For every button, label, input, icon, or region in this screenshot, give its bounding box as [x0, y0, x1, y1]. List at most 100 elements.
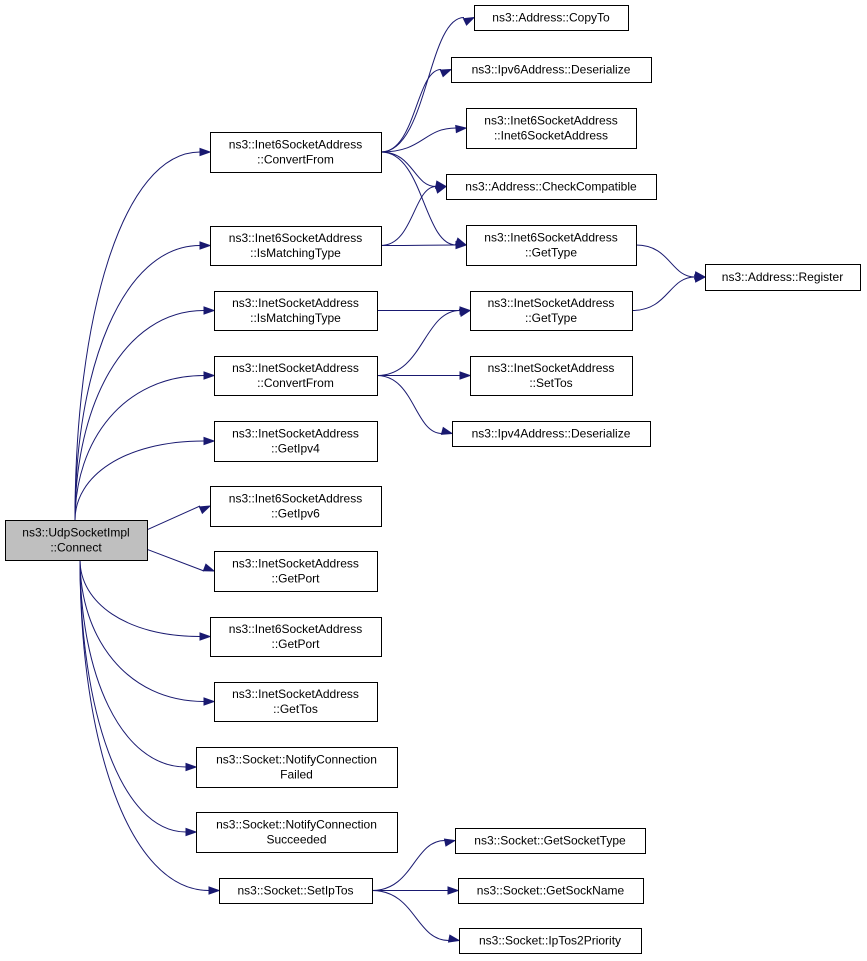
node-addr-checkcompat[interactable]: ns3::Address::CheckCompatible [446, 174, 657, 200]
edge-arrowhead [462, 16, 476, 26]
edge-root-to-i6-ismatching [74, 241, 212, 521]
edge-i6-ismatching-to-addr-checkcompat [380, 185, 448, 246]
edge-arrowhead [203, 697, 216, 706]
edge-root-to-i6-convertfrom [74, 147, 212, 521]
node-label: ::IsMatchingType [250, 246, 341, 260]
node-i6-ismatching[interactable]: ns3::Inet6SocketAddress::IsMatchingType [210, 226, 382, 266]
node-label: ns3::Inet6SocketAddress [484, 114, 617, 128]
node-label: Succeeded [266, 833, 326, 847]
node-box [5, 520, 148, 561]
node-box [219, 878, 373, 904]
node-sock-getsockname[interactable]: ns3::Socket::GetSockName [458, 878, 644, 904]
node-i6-getport[interactable]: ns3::Inet6SocketAddress::GetPort [210, 617, 382, 657]
node-root[interactable]: ns3::UdpSocketImpl::Connect [5, 520, 148, 561]
edge-line [380, 186, 437, 246]
edge-sock-setiptos-to-sock-getsockettype [371, 838, 457, 891]
node-box [470, 291, 633, 331]
edge-line [376, 375, 443, 434]
node-i6-ctor[interactable]: ns3::Inet6SocketAddress::Inet6SocketAddr… [466, 108, 637, 149]
edge-arrowhead [443, 838, 457, 847]
node-box [470, 356, 633, 396]
node-label: ::GetPort [271, 637, 320, 651]
node-label: Failed [280, 768, 313, 782]
edge-arrowhead [199, 241, 212, 250]
edge-arrowhead [185, 762, 198, 772]
node-label: ::GetType [525, 246, 577, 260]
node-i4-gettype[interactable]: ns3::InetSocketAddress::GetType [470, 291, 633, 331]
edge-line [380, 69, 442, 153]
edge-line [79, 559, 201, 637]
node-label: ::ConvertFrom [257, 153, 334, 167]
node-label: ns3::Socket::GetSocketType [474, 834, 626, 848]
node-i4-settos[interactable]: ns3::InetSocketAddress::SetTos [470, 356, 633, 396]
node-box [452, 421, 651, 447]
node-i4-getport[interactable]: ns3::InetSocketAddress::GetPort [214, 551, 378, 592]
edge-root-to-i6-getport [79, 559, 212, 641]
node-label: ns3::Inet6SocketAddress [484, 231, 617, 245]
node-box [705, 264, 861, 291]
node-i4-getipv4[interactable]: ns3::InetSocketAddress::GetIpv4 [214, 421, 378, 462]
node-label: ns3::InetSocketAddress [232, 687, 359, 701]
node-i6-getipv6[interactable]: ns3::Inet6SocketAddress::GetIpv6 [210, 486, 382, 527]
edge-arrowhead [458, 308, 472, 317]
node-label: ::Inet6SocketAddress [494, 129, 608, 143]
edge-line [146, 505, 201, 531]
edge-root-to-i6-getipv6 [146, 505, 212, 531]
edge-root-to-i4-gettos [79, 559, 216, 706]
edge-i6-gettype-to-addr-register [635, 244, 707, 280]
edge-line [380, 17, 465, 153]
node-label: ns3::Address::CopyTo [492, 11, 610, 25]
node-i6-convertfrom[interactable]: ns3::Inet6SocketAddress::ConvertFrom [210, 132, 382, 173]
edge-i6-convertfrom-to-i6-ctor [380, 124, 468, 153]
node-box [214, 421, 378, 462]
node-ipv6-deserialize[interactable]: ns3::Ipv6Address::Deserialize [451, 57, 652, 83]
node-label: ::GetIpv4 [271, 442, 320, 456]
node-box [210, 226, 382, 266]
node-box [466, 108, 637, 149]
node-label: ::GetTos [273, 702, 318, 716]
edge-line [74, 151, 201, 521]
edge-arrowhead [208, 886, 221, 895]
edge-arrowhead [199, 632, 212, 641]
node-sock-iptos2priority[interactable]: ns3::Socket::IpTos2Priority [459, 928, 642, 954]
node-ipv4-deserialize[interactable]: ns3::Ipv4Address::Deserialize [452, 421, 651, 447]
node-box [210, 486, 382, 527]
edge-line [79, 559, 187, 768]
edge-i4-gettype-to-addr-register [631, 274, 707, 311]
edge-line [371, 890, 450, 941]
edge-arrowhead [434, 185, 448, 194]
node-label: ns3::Socket::NotifyConnection [216, 818, 377, 832]
edge-arrowhead [447, 934, 461, 943]
node-label: ns3::Ipv6Address::Deserialize [472, 63, 631, 77]
node-addr-register[interactable]: ns3::Address::Register [705, 264, 861, 291]
edge-arrowhead [693, 274, 707, 283]
node-box [214, 356, 378, 396]
node-box [196, 747, 398, 788]
node-label: ::Connect [50, 541, 102, 555]
node-label: ns3::Socket::NotifyConnection [216, 753, 377, 767]
node-addr-copyto[interactable]: ns3::Address::CopyTo [474, 5, 629, 31]
node-i4-convertfrom[interactable]: ns3::InetSocketAddress::ConvertFrom [214, 356, 378, 396]
node-label: ns3::UdpSocketImpl [22, 526, 129, 540]
edge-arrowhead [203, 371, 216, 380]
node-i4-gettos[interactable]: ns3::InetSocketAddress::GetTos [214, 682, 378, 722]
node-label: ::GetIpv6 [271, 507, 320, 521]
node-sock-getsockettype[interactable]: ns3::Socket::GetSocketType [455, 828, 646, 854]
edge-arrowhead [455, 240, 468, 250]
edge-line [79, 559, 210, 891]
node-i6-gettype[interactable]: ns3::Inet6SocketAddress::GetType [466, 225, 637, 266]
edge-arrowhead [203, 436, 216, 446]
node-sock-setiptos[interactable]: ns3::Socket::SetIpTos [219, 878, 373, 904]
node-label: ns3::Inet6SocketAddress [229, 231, 362, 245]
edge-i6-convertfrom-to-addr-copyto [380, 16, 476, 153]
node-i4-ismatching[interactable]: ns3::InetSocketAddress::IsMatchingType [214, 291, 378, 331]
edge-line [631, 276, 696, 311]
node-label: ns3::Address::CheckCompatible [465, 180, 637, 194]
node-label: ::SetTos [529, 376, 572, 390]
edges-layer [74, 16, 707, 943]
node-box [214, 291, 378, 331]
edge-line [74, 375, 205, 521]
node-label: ::GetType [525, 311, 577, 325]
